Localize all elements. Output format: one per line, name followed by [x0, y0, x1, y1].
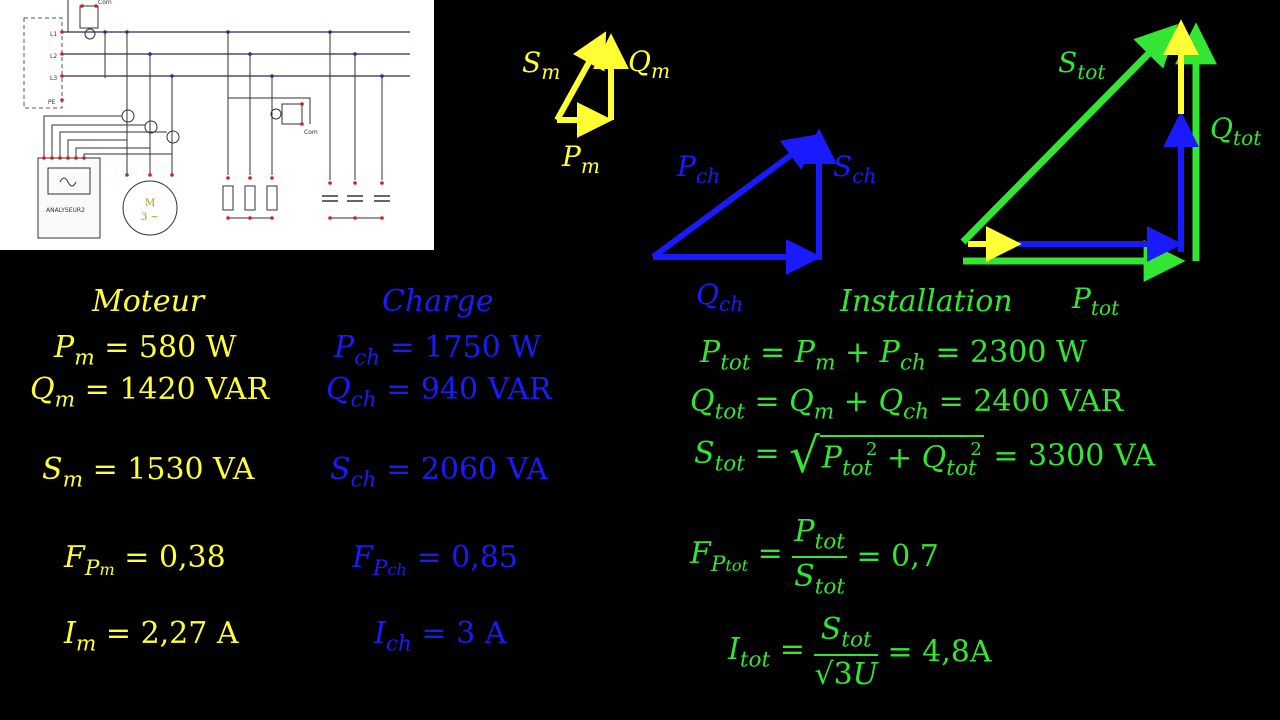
installation-p: Ptot = Pm + Pch = 2300 W — [700, 335, 1087, 376]
motor-label-m: M — [145, 198, 155, 209]
load-power-triangle — [651, 128, 837, 275]
motor-label-3: 3 ~ — [141, 212, 159, 223]
analyser-label: ANALYSEUR2 — [46, 207, 85, 214]
total-power-triangle — [960, 19, 1217, 282]
circuit-schematic: L1 L2 L3 PE Com ANALYSEUR2 M 3 ~ Com — [0, 0, 434, 250]
moteur-title: Moteur — [92, 284, 205, 319]
moteur-s: Sm = 1530 VA — [42, 452, 255, 493]
moteur-i: Im = 2,27 A — [64, 616, 239, 657]
moteur-p: Pm = 580 W — [54, 330, 237, 371]
label-pe: PE — [48, 99, 56, 106]
charge-s: Sch = 2060 VA — [330, 452, 548, 493]
power-triangles — [554, 19, 1217, 282]
label-sch: Sch — [833, 150, 877, 189]
label-pch: Pch — [677, 150, 721, 189]
label-sm: Sm — [522, 46, 561, 85]
charge-i: Ich = 3 A — [374, 616, 507, 657]
motor-power-triangle — [554, 31, 629, 138]
label-pm: Pm — [562, 140, 600, 179]
moteur-f: FPm = 0,38 — [64, 540, 226, 581]
label-l3: L3 — [50, 75, 57, 82]
label-qm: Qm — [628, 45, 671, 84]
charge-title: Charge — [382, 284, 494, 319]
label-qtot: Qtot — [1210, 112, 1262, 151]
charge-f: FPch = 0,85 — [352, 540, 518, 581]
label-com-top: Com — [98, 0, 112, 6]
moteur-q: Qm = 1420 VAR — [30, 372, 270, 413]
label-stot: Stot — [1058, 46, 1106, 85]
label-l2: L2 — [50, 53, 57, 60]
label-qch: Qch — [696, 278, 744, 317]
installation-i: Itot = Stot√3U = 4,8A — [728, 612, 992, 692]
installation-q: Qtot = Qm + Qch = 2400 VAR — [690, 384, 1124, 425]
installation-s: Stot = √Ptot2 + Qtot2 = 3300 VA — [694, 428, 1156, 484]
charge-p: Pch = 1750 W — [334, 330, 542, 371]
label-l1: L1 — [50, 31, 57, 38]
charge-q: Qch = 940 VAR — [326, 372, 552, 413]
label-com-mid: Com — [304, 129, 318, 136]
installation-title: Installation — [840, 284, 1013, 319]
label-ptot: Ptot — [1072, 282, 1120, 321]
